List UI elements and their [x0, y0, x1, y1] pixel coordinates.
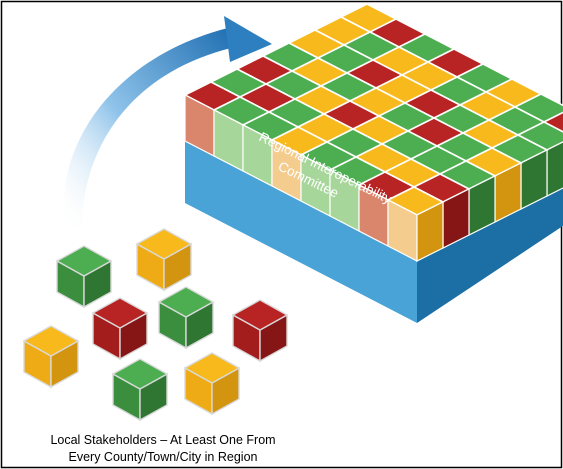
- stakeholder-cube: [91, 297, 149, 361]
- stakeholder-cube: [157, 286, 215, 350]
- arrow-shaft: [63, 28, 231, 228]
- arrow-head-icon: [224, 16, 272, 62]
- stakeholder-cube: [55, 245, 113, 309]
- stakeholder-cube: [22, 325, 80, 389]
- stakeholder-cube: [135, 228, 193, 292]
- platform-front: [185, 141, 417, 323]
- grid-cube: [328, 156, 387, 232]
- stakeholder-cube: [231, 299, 289, 363]
- stakeholder-cube: [183, 352, 241, 416]
- grid-cube: [386, 186, 445, 262]
- stakeholder-cube: [111, 358, 169, 422]
- stakeholders-caption: Local Stakeholders – At Least One From E…: [2, 432, 324, 466]
- grid-cube: [464, 147, 523, 223]
- caption-line1: Local Stakeholders – At Least One From: [50, 433, 276, 447]
- caption-line2: Every County/Town/City in Region: [68, 450, 258, 464]
- grid-cube: [542, 111, 563, 133]
